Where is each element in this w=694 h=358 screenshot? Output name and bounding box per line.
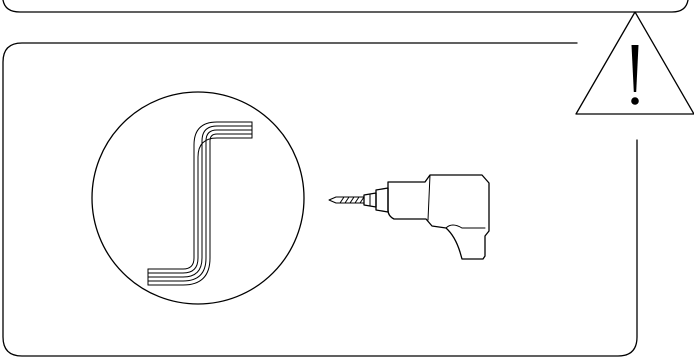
- instruction-panel-frame: [2, 42, 638, 357]
- hex-key-icon: [147, 121, 253, 286]
- previous-panel-frame: [2, 0, 689, 13]
- power-drill-icon: [328, 174, 490, 260]
- tool-callout-circle: [91, 91, 305, 305]
- warning-triangle-icon: [575, 11, 694, 115]
